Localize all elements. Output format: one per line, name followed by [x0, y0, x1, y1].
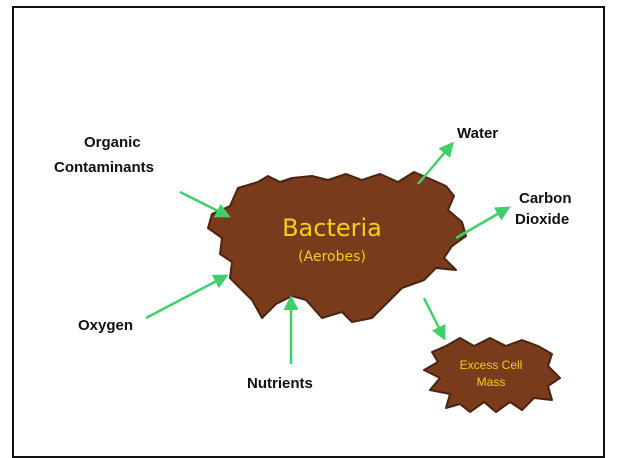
label-organic-line2: Contaminants	[54, 159, 154, 176]
bacteria-blob	[208, 172, 466, 322]
arrow-organic	[180, 192, 228, 216]
label-carbon: Carbon	[519, 190, 572, 207]
arrow-water	[418, 144, 452, 184]
excess-cell-line2: Mass	[477, 375, 506, 389]
label-organic-line1: Organic	[84, 134, 141, 151]
excess-cell-line1: Excess Cell	[460, 358, 523, 372]
arrow-carbon-dioxide	[456, 208, 508, 238]
bacteria-title: Bacteria	[282, 214, 382, 242]
arrow-excess-cell-mass	[424, 298, 444, 338]
label-oxygen: Oxygen	[78, 317, 133, 334]
arrow-oxygen	[146, 276, 226, 318]
bacteria-subtitle: (Aerobes)	[298, 249, 366, 265]
label-water: Water	[457, 125, 498, 142]
label-dioxide: Dioxide	[515, 211, 569, 228]
label-nutrients: Nutrients	[247, 375, 313, 392]
